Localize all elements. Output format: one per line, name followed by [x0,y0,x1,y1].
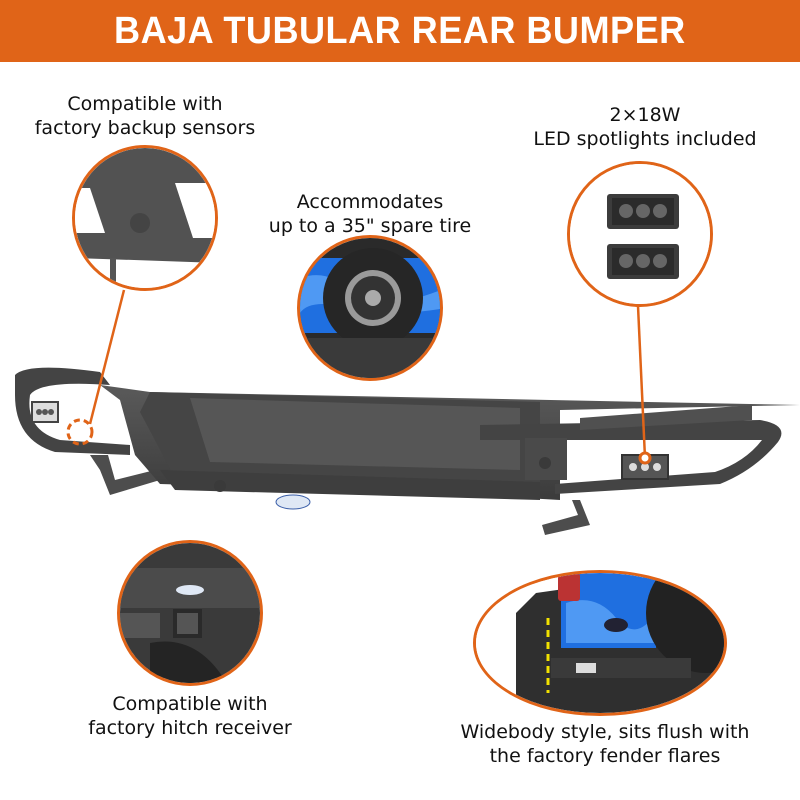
caption-line: Widebody style, sits flush with [460,721,750,743]
page-title: BAJA TUBULAR REAR BUMPER [114,9,686,52]
caption-spare-tire: Accommodates up to a 35" spare tire [240,190,500,238]
caption-line: Accommodates [296,191,444,213]
led-spotlights-image [567,161,713,307]
callout-line [636,305,647,459]
callout-marker-icon [66,418,94,446]
callout-line [88,289,126,425]
caption-widebody: Widebody style, sits flush with the fact… [420,720,790,768]
fender-flare-image [473,570,727,716]
caption-line: Compatible with [112,693,268,715]
bumper-icon [15,367,800,535]
caption-led-spotlights: 2×18W LED spotlights included [500,103,790,151]
sensor-closeup-image [72,145,218,291]
caption-hitch-receiver: Compatible with factory hitch receiver [55,692,325,740]
caption-line: factory hitch receiver [88,717,292,739]
caption-line: factory backup sensors [34,117,256,139]
title-banner: BAJA TUBULAR REAR BUMPER [0,0,800,62]
callout-dot-icon [638,451,652,465]
caption-backup-sensors: Compatible with factory backup sensors [20,92,270,140]
caption-line: up to a 35" spare tire [268,215,472,237]
caption-line: 2×18W [609,104,681,126]
spare-tire-image [297,235,443,381]
caption-line: LED spotlights included [533,128,757,150]
caption-line: the factory fender flares [489,745,721,767]
hitch-receiver-image [117,540,263,686]
caption-line: Compatible with [67,93,223,115]
